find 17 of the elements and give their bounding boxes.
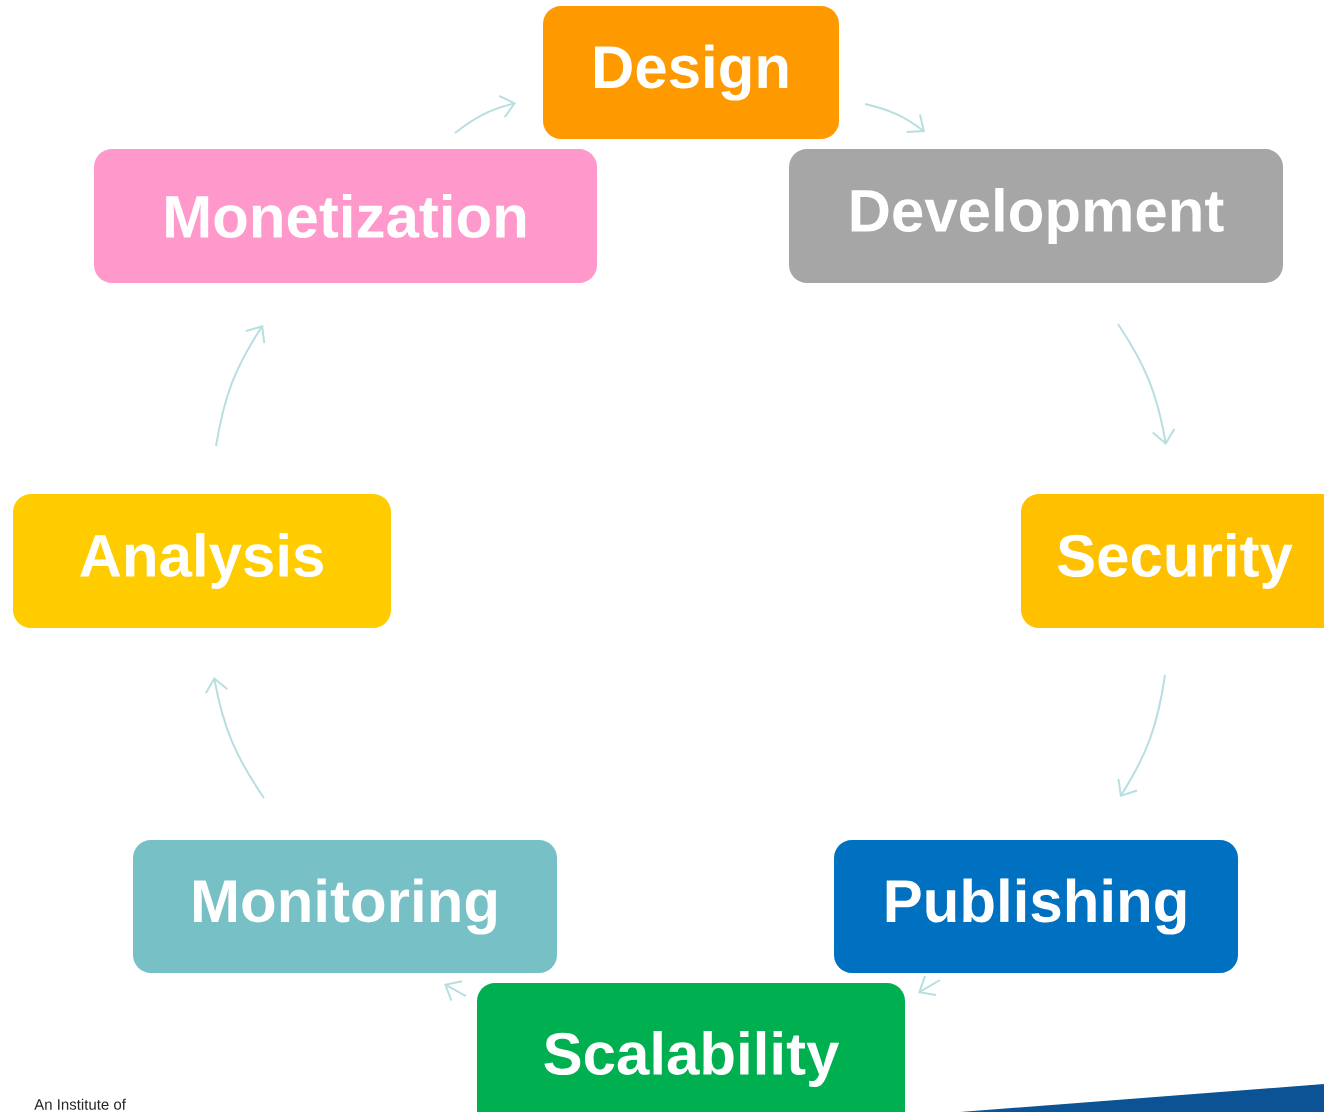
process-box: Security: [1021, 494, 1324, 628]
arrow: [444, 980, 467, 1002]
process-box: Monitoring: [133, 840, 557, 973]
arrow: [1117, 323, 1176, 445]
arrow: [454, 94, 516, 134]
process-box: Analysis: [13, 494, 391, 628]
process-box: Publishing: [834, 840, 1238, 973]
process-box: Development: [789, 149, 1283, 283]
arrow: [204, 677, 265, 799]
arrow: [864, 103, 925, 134]
arrow: [918, 975, 941, 997]
process-box: Scalability: [477, 983, 905, 1112]
process-box: Design: [543, 6, 839, 139]
arrow: [215, 325, 266, 447]
footer-text: An Institute of: [34, 1098, 126, 1110]
arrow: [1117, 674, 1166, 797]
process-box: Monetization: [94, 149, 597, 283]
